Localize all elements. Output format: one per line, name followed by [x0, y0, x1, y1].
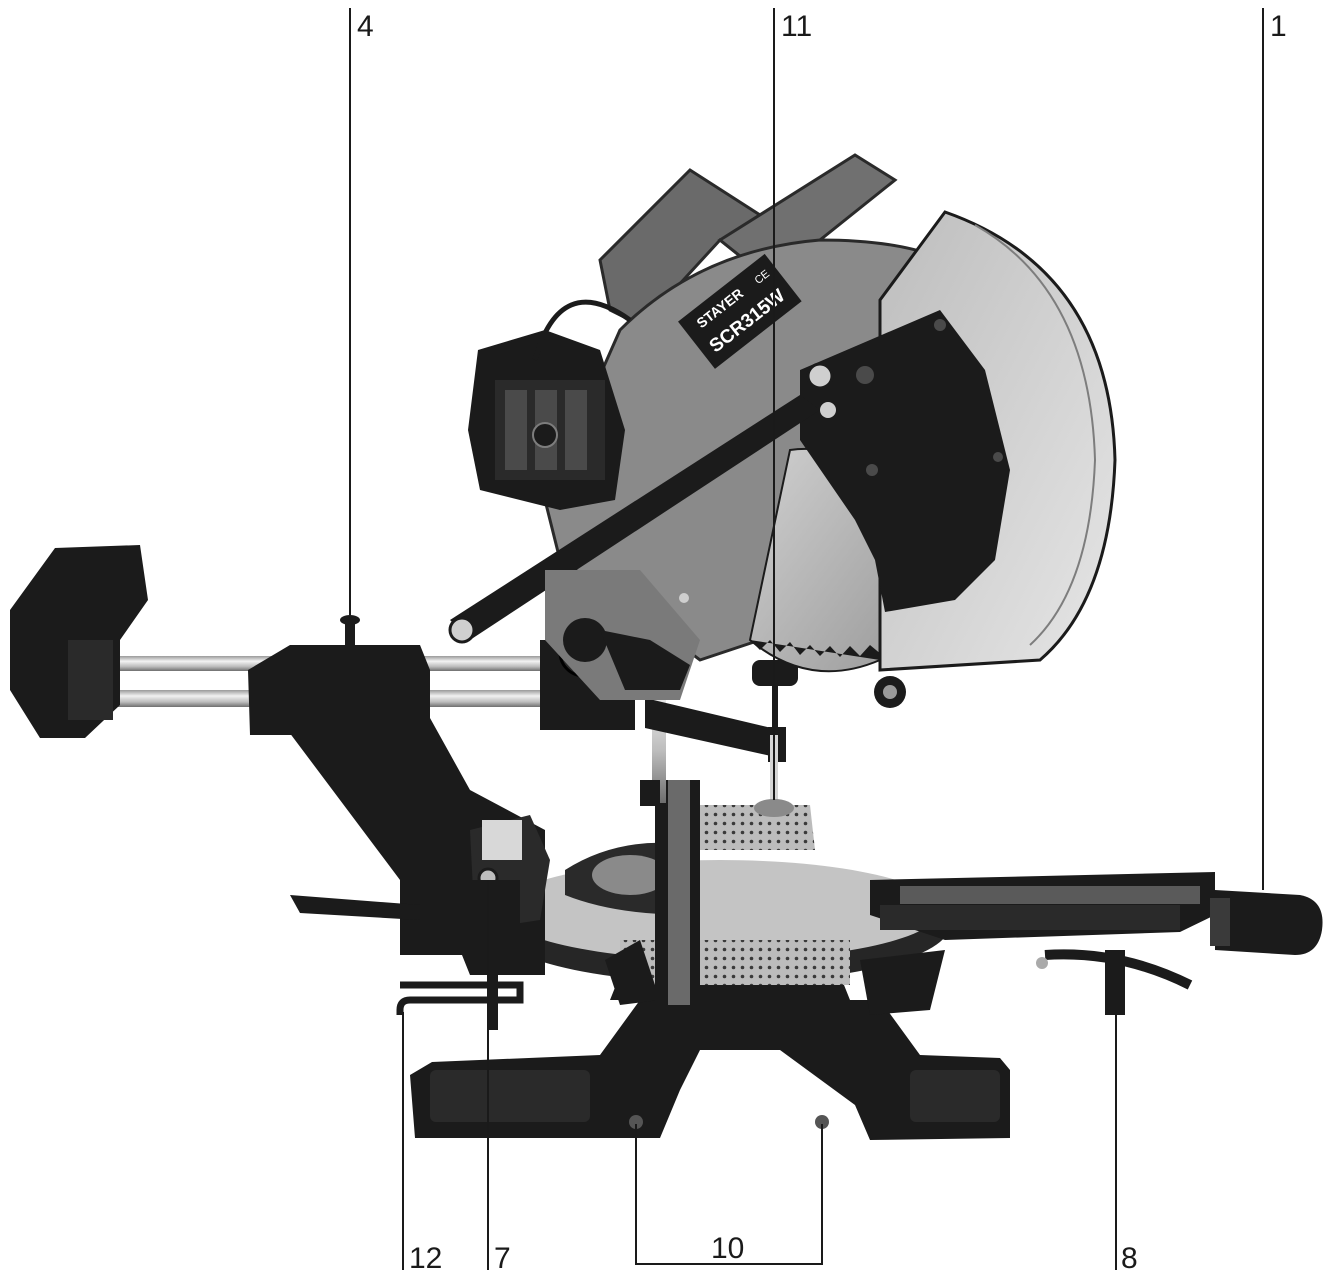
callout-labels: 4 11 1 12 7 10 8: [357, 10, 1287, 1275]
callout-4: 4: [357, 10, 374, 43]
turntable: [490, 842, 950, 1015]
leader-10: [635, 1124, 823, 1265]
table-extension: [870, 872, 1323, 1015]
callout-11: 11: [781, 10, 812, 43]
callout-leaders: [349, 8, 1264, 1270]
callout-1: 1: [1270, 10, 1287, 43]
callout-7: 7: [494, 1242, 511, 1275]
saw-base: [410, 1000, 1010, 1140]
saw-head: [448, 153, 1117, 708]
callout-8: 8: [1121, 1242, 1138, 1275]
fence: [655, 780, 815, 1005]
callout-12: 12: [409, 1242, 442, 1275]
slide-rails: [10, 545, 635, 738]
callout-10: 10: [711, 1232, 744, 1265]
bevel-support: [265, 700, 550, 1030]
